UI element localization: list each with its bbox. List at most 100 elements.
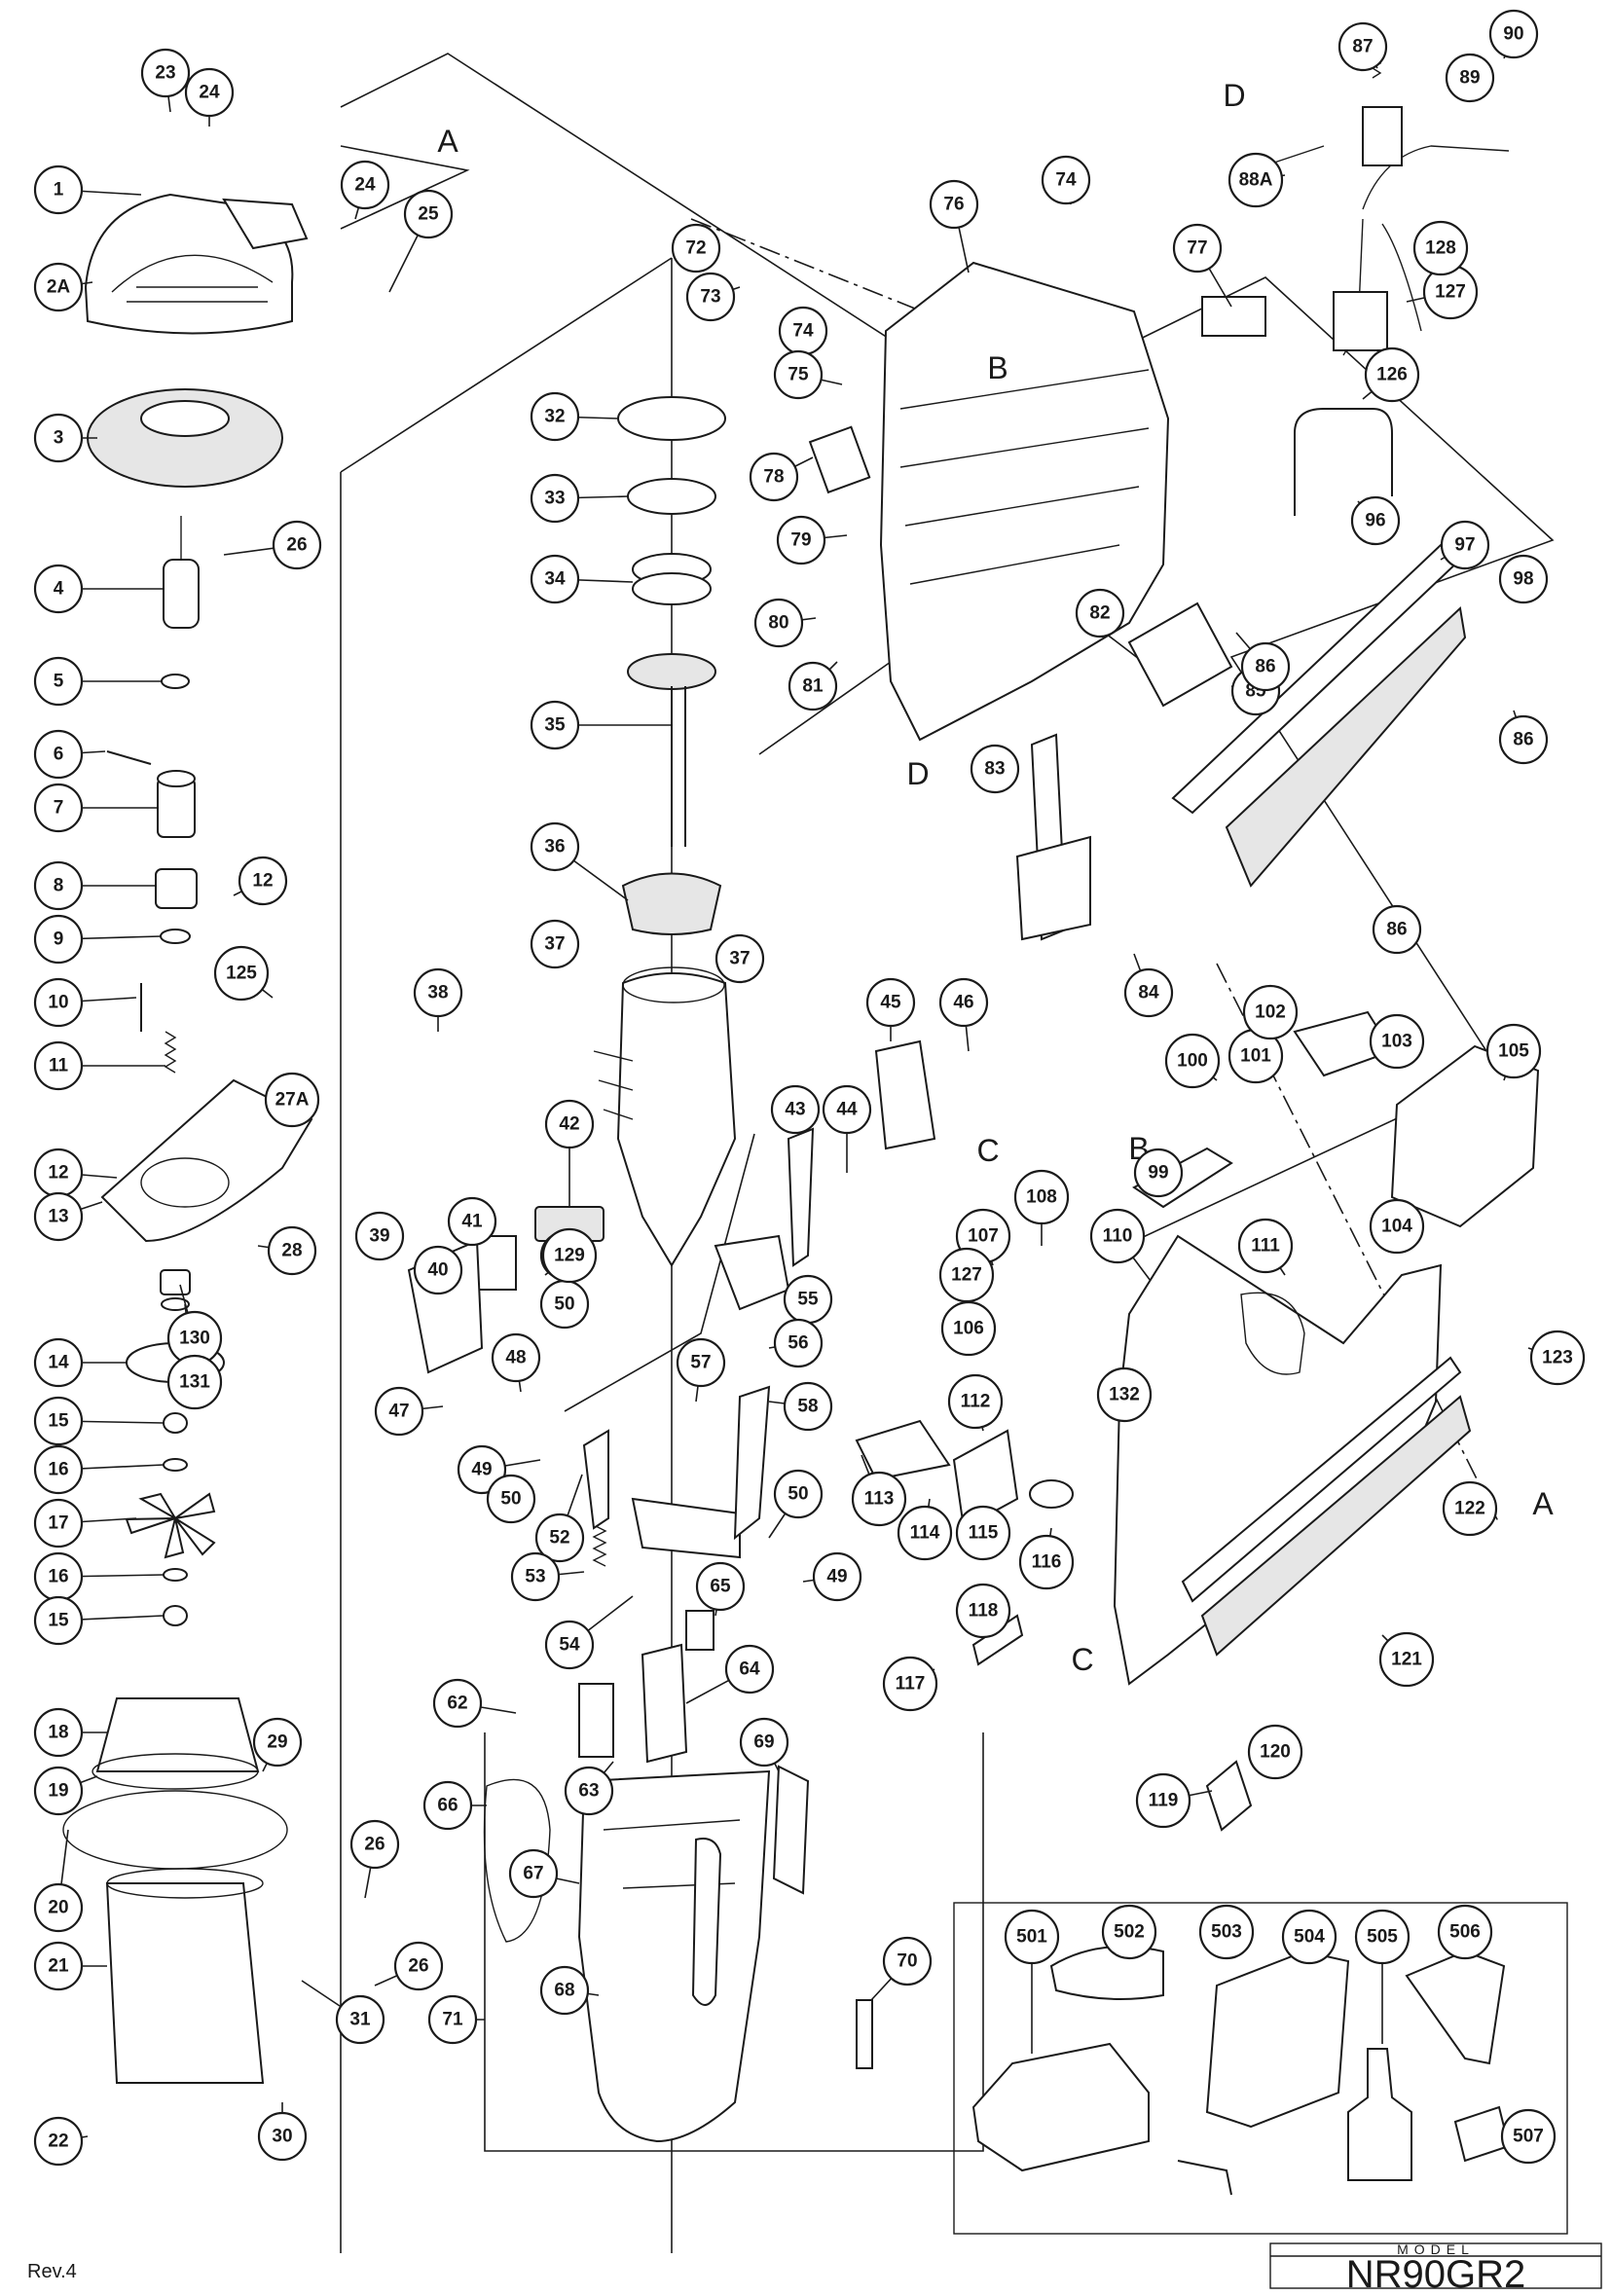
callout-circle [272, 520, 322, 570]
callout-bubble: 41 [447, 1196, 497, 1247]
callout-bubble: 20 [33, 1882, 84, 1933]
callout-bubble: 503 [1198, 1904, 1255, 1960]
callout-number: 128 [1425, 238, 1456, 259]
callout-circle [770, 1084, 821, 1135]
callout-bubble: 17 [33, 1498, 84, 1549]
callout-bubble: 24 [184, 67, 235, 118]
callout-number: 27A [275, 1090, 310, 1111]
callout-number: 88A [1239, 170, 1273, 191]
callout-circle [970, 744, 1020, 794]
callout-number: 127 [951, 1265, 982, 1286]
callout-bubble: 502 [1101, 1904, 1157, 1960]
callout-bubble: 37 [714, 933, 765, 984]
callout-number: 104 [1381, 1217, 1412, 1237]
callout-circle [564, 1766, 614, 1816]
callout-number: 28 [281, 1241, 302, 1261]
callout-circle [1089, 1208, 1146, 1264]
callout-number: 20 [48, 1898, 68, 1918]
callout-number: 53 [525, 1567, 545, 1587]
accessories-panel [953, 1902, 1568, 2235]
callout-bubble: 52 [534, 1512, 585, 1563]
callout-bubble: 25 [403, 189, 454, 239]
callout-circle [1437, 1904, 1493, 1960]
callout-circle [33, 2116, 84, 2167]
callout-number: 87 [1352, 37, 1373, 57]
callout-circle [432, 1678, 483, 1729]
callout-bubble: 75 [773, 349, 824, 400]
callout-number: 58 [797, 1397, 818, 1417]
callout-circle [140, 48, 191, 98]
callout-bubble: 70 [882, 1936, 933, 1986]
callout-bubble: 125 [213, 945, 270, 1002]
callout-bubble: 80 [753, 598, 804, 648]
callout-circle [865, 977, 916, 1028]
callout-number: 504 [1294, 1927, 1325, 1948]
callout-circle [1412, 220, 1469, 276]
callout-circle [422, 1780, 473, 1831]
callout-number: 56 [788, 1333, 808, 1354]
callout-circle [510, 1551, 561, 1602]
callout-number: 84 [1138, 983, 1159, 1003]
callout-bubble: 49 [457, 1444, 507, 1495]
callout-circle [1123, 967, 1174, 1018]
callout-number: 131 [179, 1372, 210, 1393]
callout-number: 50 [788, 1484, 808, 1505]
callout-circle [544, 1620, 595, 1670]
callout-number: 31 [349, 2010, 371, 2030]
callout-circle [413, 1245, 463, 1295]
callout-bubble: 501 [1004, 1909, 1060, 1965]
callout-circle [257, 2111, 308, 2162]
callout-number: 118 [969, 1601, 999, 1622]
callout-bubble: 103 [1369, 1013, 1425, 1070]
callout-number: 107 [968, 1226, 999, 1247]
callout-bubble: 131 [166, 1354, 223, 1410]
callout-number: 1 [54, 180, 64, 200]
callout-number: 126 [1376, 365, 1408, 385]
callout-circle [33, 1040, 84, 1091]
callout-bubble: 12 [33, 1148, 84, 1198]
callout-bubble: 46 [938, 977, 989, 1028]
callout-number: 122 [1454, 1499, 1485, 1519]
model-box: MODEL NR90GR2 [1269, 2241, 1602, 2296]
callout-number: 8 [54, 876, 64, 896]
callout-number: 73 [700, 287, 720, 308]
callout-circle [724, 1644, 775, 1695]
callout-circle [530, 919, 580, 969]
callout-circle [776, 515, 826, 565]
callout-number: 36 [544, 837, 565, 857]
callout-bubble: 1 [33, 164, 84, 215]
callout-circle [1247, 1724, 1303, 1780]
callout-circle [1369, 1198, 1425, 1255]
callout-number: 10 [48, 993, 68, 1013]
callout-bubble: 32 [530, 391, 580, 442]
callout-circle [457, 1444, 507, 1495]
callout-bubble: 105 [1485, 1023, 1542, 1079]
callout-number: 100 [1177, 1051, 1208, 1072]
callout-number: 30 [272, 2127, 292, 2147]
callout-bubble: 16 [33, 1444, 84, 1495]
callout-circle [530, 391, 580, 442]
callout-circle [541, 1227, 598, 1284]
callout-number: 45 [880, 993, 901, 1013]
callout-circle [33, 729, 84, 780]
callout-bubble: 126 [1364, 346, 1420, 403]
callout-bubble: 97 [1440, 520, 1490, 570]
callout-number: 15 [48, 1411, 69, 1432]
callout-number: 47 [388, 1402, 409, 1422]
main-body [855, 1010, 1540, 1832]
callout-number: 26 [286, 535, 307, 556]
callout-bubble: 4 [33, 564, 84, 614]
callout-number: 34 [544, 569, 566, 590]
callout-bubble: 62 [432, 1678, 483, 1729]
callout-bubble: 34 [530, 554, 580, 604]
callout-bubble: 43 [770, 1084, 821, 1135]
callout-number: 80 [768, 613, 788, 634]
callout-bubble: 506 [1437, 1904, 1493, 1960]
callout-circle [33, 1707, 84, 1758]
callout-bubble: 16 [33, 1551, 84, 1602]
callout-bubble: 96 [1350, 495, 1401, 546]
callout-number: 24 [199, 83, 220, 103]
callout-circle [882, 1936, 933, 1986]
callout-number: 52 [549, 1528, 569, 1549]
callout-number: 62 [447, 1694, 467, 1714]
